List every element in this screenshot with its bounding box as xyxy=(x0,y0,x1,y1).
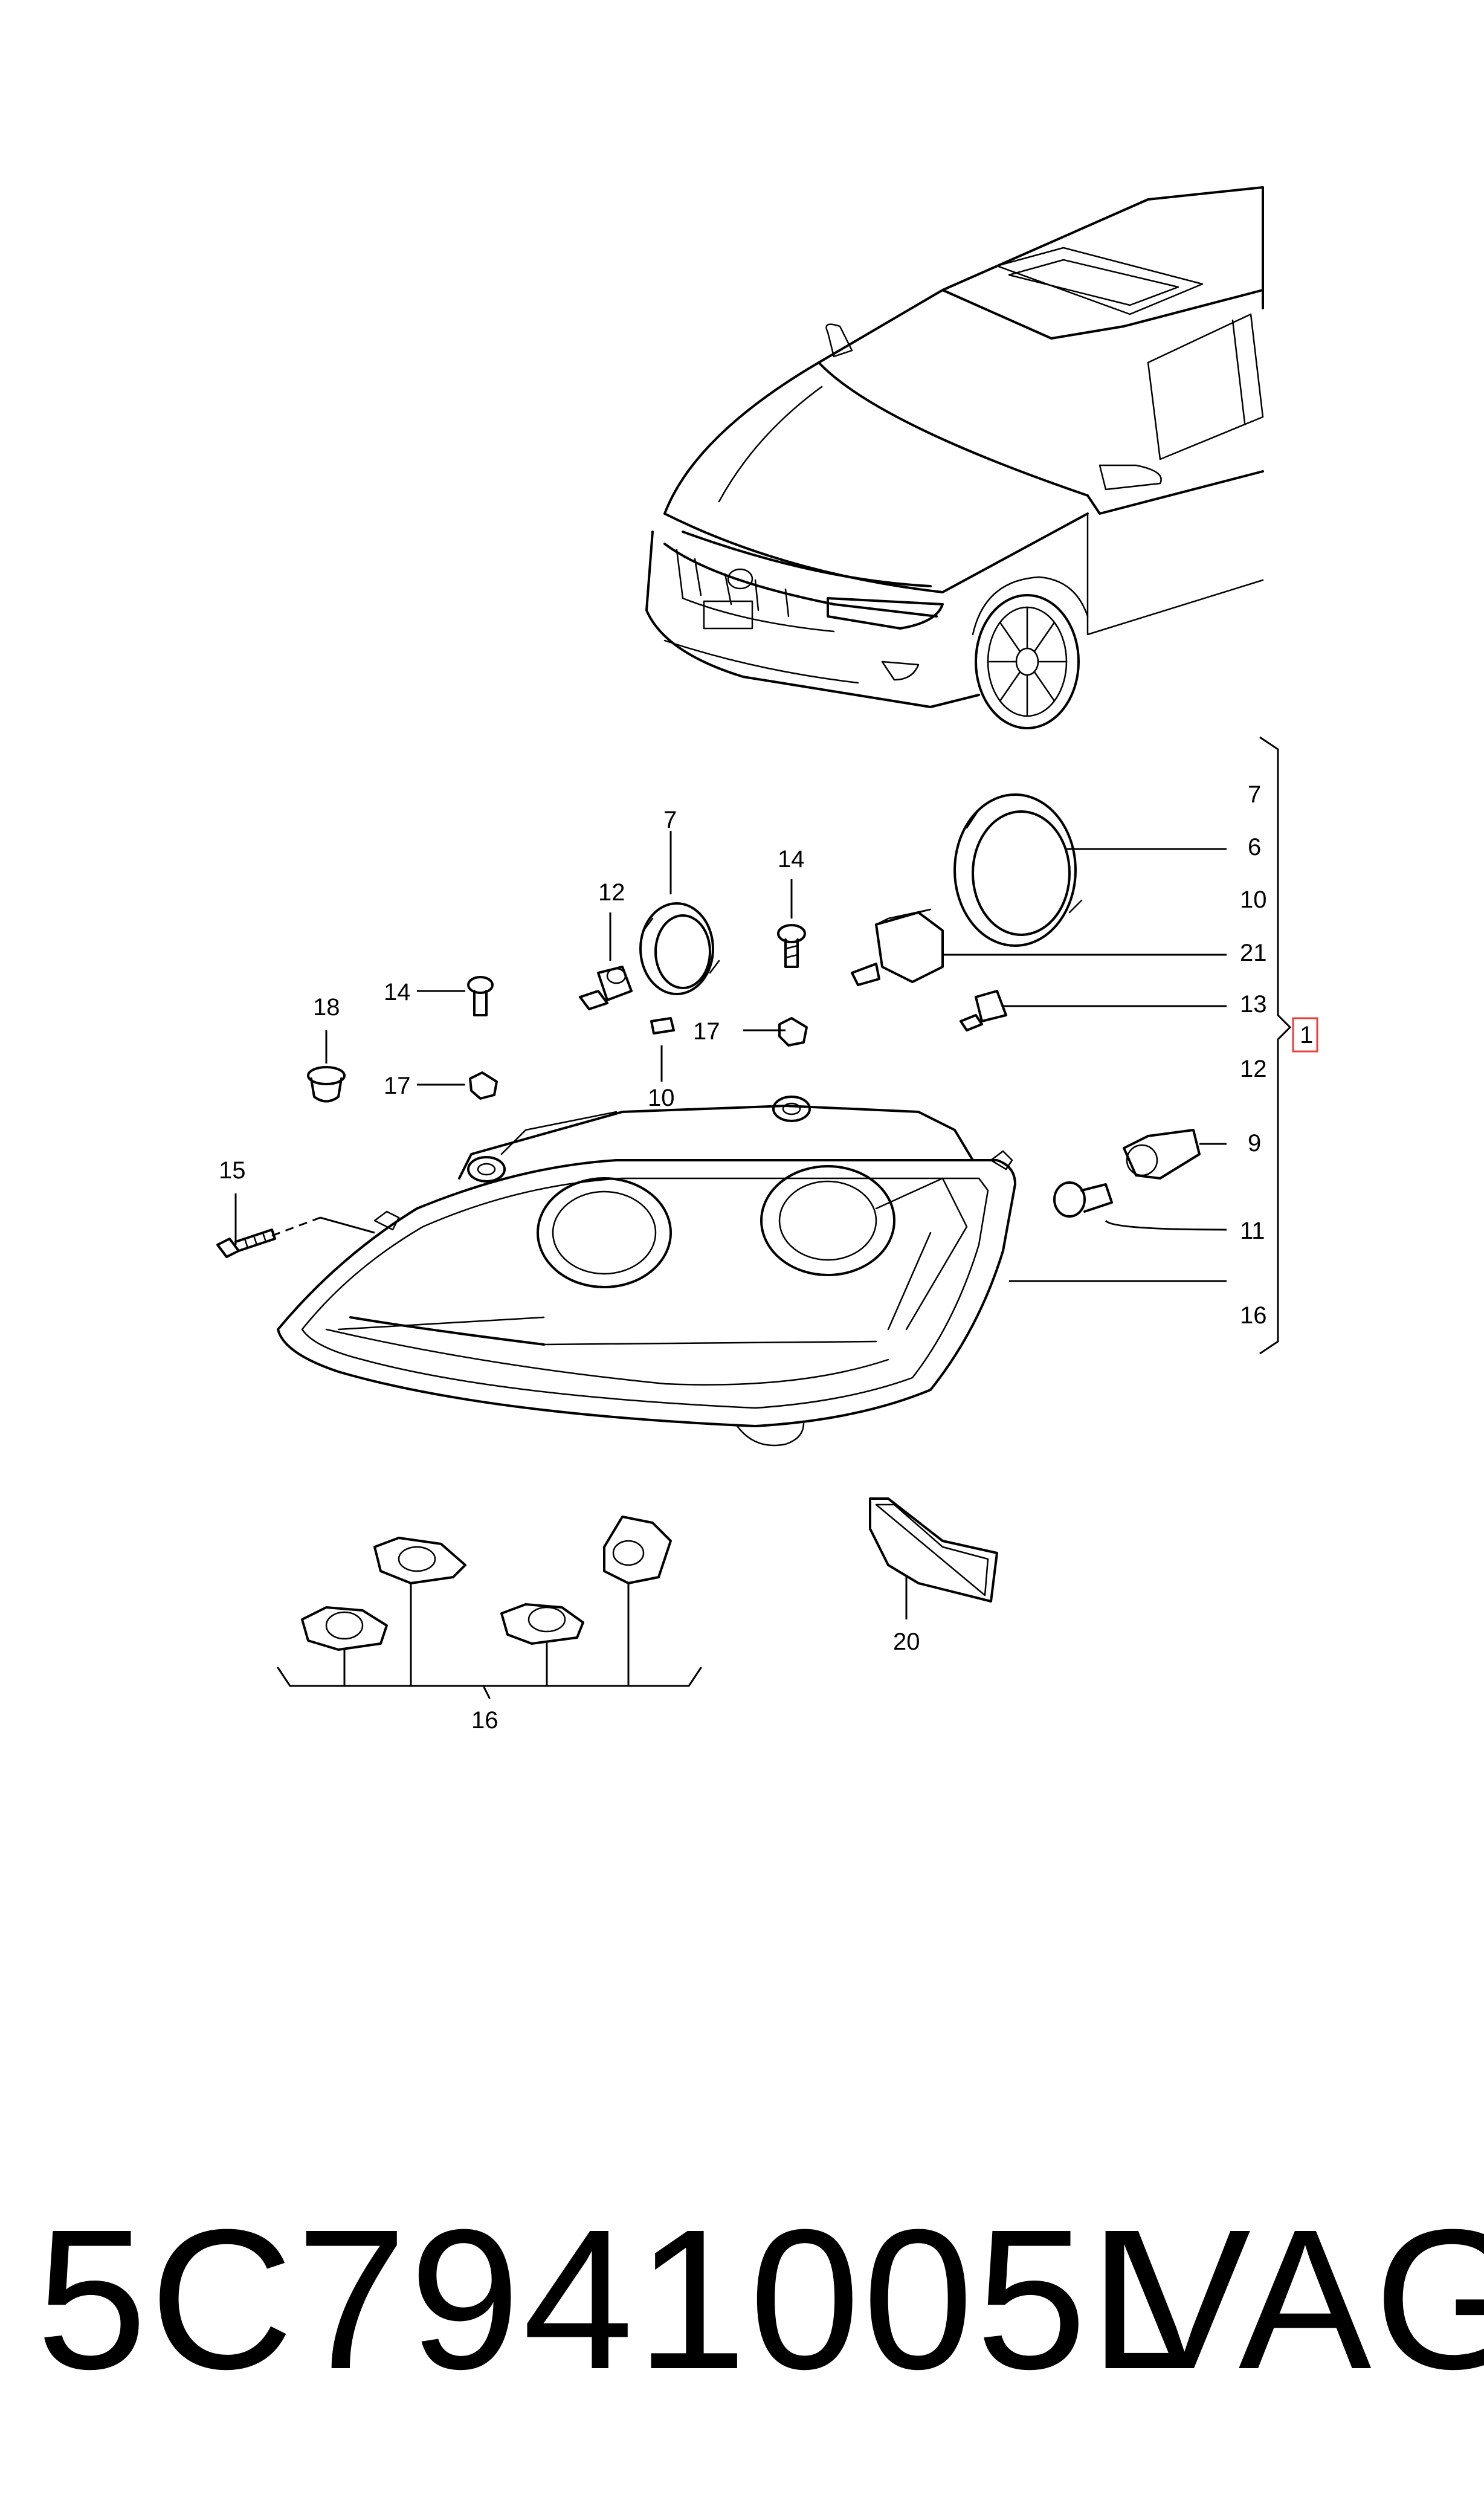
legend-item-6: 6 xyxy=(1248,834,1261,860)
callout-14-center: 14 xyxy=(778,846,805,873)
callout-7: 7 xyxy=(663,807,677,833)
screw-14-left xyxy=(467,976,494,1016)
legend-item-12: 12 xyxy=(1240,1056,1267,1082)
legend-item-13: 13 xyxy=(1240,991,1267,1018)
headlight-assembly xyxy=(277,1096,1016,1447)
callout-14-left: 14 xyxy=(384,979,411,1006)
callout-17-center: 17 xyxy=(693,1018,720,1045)
callout-16-bottom: 16 xyxy=(471,1707,498,1734)
screw-14-center xyxy=(777,924,806,968)
cover-ring-6 xyxy=(953,793,1083,947)
assembly-ref-label: 1 xyxy=(1300,1022,1313,1048)
center-callouts: 7 12 14 14 18 17 17 10 15 20 16 xyxy=(219,807,920,1734)
adjuster-set-16 xyxy=(277,1516,702,1699)
leader-lines xyxy=(234,831,1227,1619)
plug-18 xyxy=(307,1066,346,1103)
bulb-12 xyxy=(579,966,633,1010)
legend-item-10: 10 xyxy=(1240,886,1267,913)
legend-item-9: 9 xyxy=(1248,1130,1261,1157)
legend-item-21: 21 xyxy=(1240,940,1267,966)
cap-10 xyxy=(650,1017,675,1035)
car-illustration xyxy=(645,186,1264,729)
callout-15: 15 xyxy=(219,1157,246,1184)
legend-item-11: 11 xyxy=(1240,1218,1265,1244)
legend-item-7: 7 xyxy=(1248,781,1261,808)
seal-ring-7 xyxy=(639,902,720,995)
bulb-11 xyxy=(1053,1181,1113,1218)
callout-18: 18 xyxy=(313,994,340,1021)
callout-12: 12 xyxy=(598,879,625,906)
brand-name: VAG xyxy=(1118,2187,1484,2410)
callout-20: 20 xyxy=(893,1629,920,1655)
legend-column-labels: 7 6 10 21 13 12 9 11 16 xyxy=(1240,781,1267,1329)
clip-17-left xyxy=(469,1071,498,1100)
bolt-15 xyxy=(216,1228,276,1258)
socket-9 xyxy=(1123,1129,1201,1180)
bulb-13 xyxy=(960,990,1007,1031)
callout-17-left: 17 xyxy=(384,1073,411,1099)
assembly-ref-box xyxy=(1292,1017,1318,1053)
part-number: 5C7941005L xyxy=(36,2187,1203,2410)
legend-item-16: 16 xyxy=(1240,1302,1267,1329)
xenon-bulb-21 xyxy=(851,908,944,986)
legend-bracket: 1 xyxy=(1259,736,1318,1355)
callout-10: 10 xyxy=(648,1085,675,1111)
clip-17-center xyxy=(778,1017,808,1047)
lens-cover-20 xyxy=(869,1497,998,1603)
